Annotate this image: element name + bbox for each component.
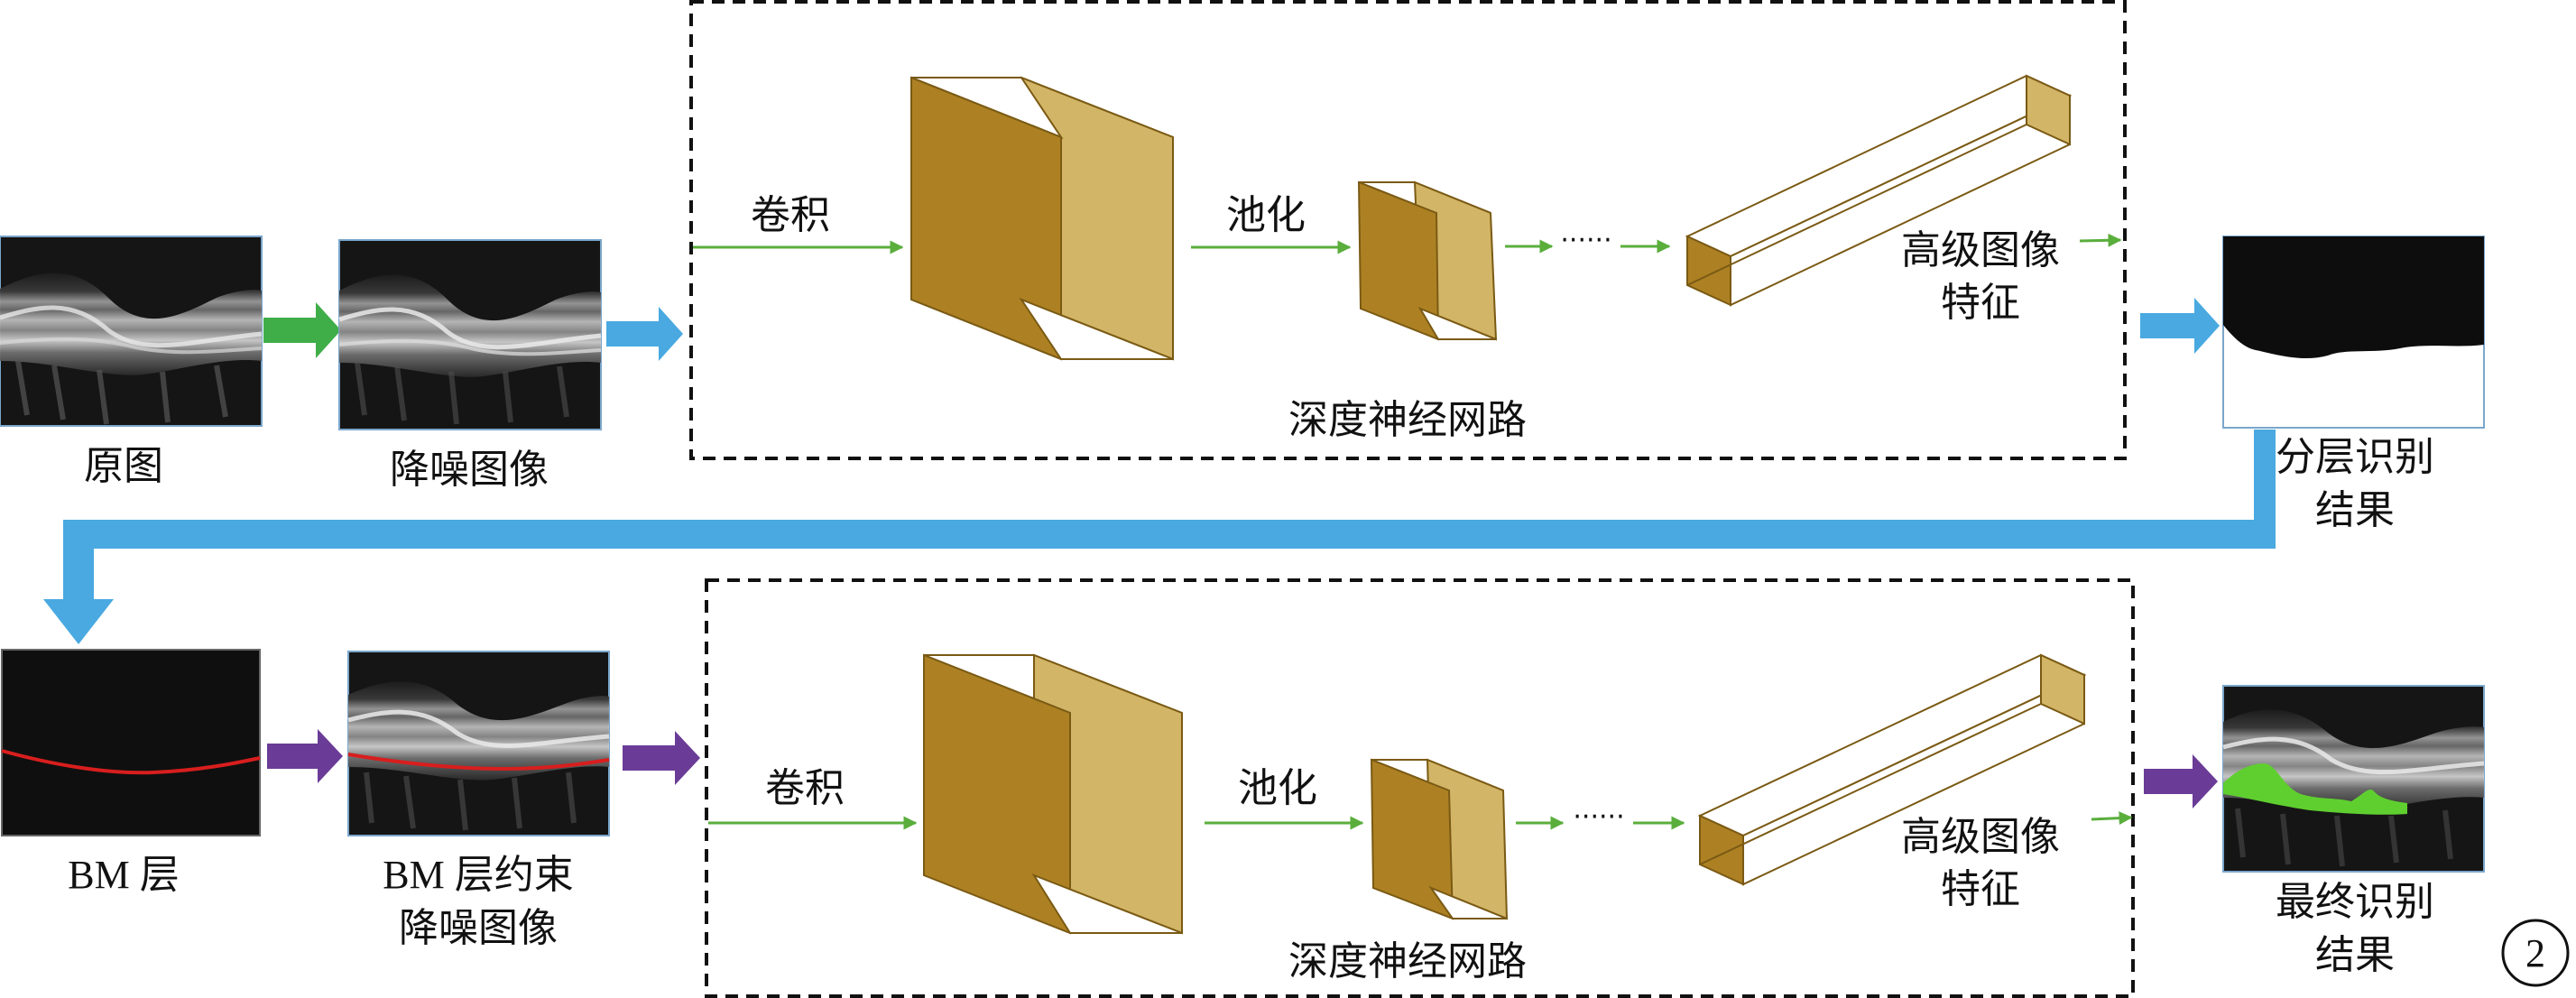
blue-arrow-2 — [2140, 298, 2220, 354]
conv-feature-block-top — [910, 76, 1174, 361]
green-arrow-1 — [263, 302, 341, 358]
feature-label-top-2: 特征 — [1941, 280, 2020, 326]
final-result-label-2: 结果 — [2315, 932, 2395, 978]
high-level-feature-prism-bottom — [1697, 653, 2087, 886]
layer-segmentation-result-image — [2222, 236, 2485, 429]
dots-top: ······ — [1560, 225, 1611, 256]
blue-connector-arrow — [43, 430, 2276, 644]
blue-arrow-1 — [606, 307, 683, 361]
high-level-feature-prism-top — [1685, 74, 2073, 307]
bm-label: BM 层 — [68, 853, 179, 897]
conv-label-bottom: 卷积 — [765, 765, 845, 811]
network-label-bottom: 深度神经网路 — [1288, 938, 1527, 984]
conv-label-top: 卷积 — [751, 192, 830, 238]
pool-label-bottom: 池化 — [1238, 765, 1317, 811]
network-box-bottom — [705, 578, 2135, 998]
layer-result-label-1: 分层识别 — [2276, 434, 2434, 480]
figure-number-badge: 2 — [2501, 919, 2570, 987]
feature-out-arrow-bottom — [2091, 811, 2133, 826]
feature-label-bottom-1: 高级图像 — [1901, 814, 2060, 860]
bm-denoised-label-2: 降噪图像 — [399, 905, 558, 951]
bm-constrained-denoised-image — [347, 651, 610, 836]
pool-feature-block-top — [1357, 180, 1498, 341]
layer-result-label-2: 结果 — [2315, 487, 2395, 533]
final-result-label-1: 最终识别 — [2276, 879, 2434, 925]
bm-layer-image — [1, 649, 261, 836]
original-oct-image — [0, 236, 263, 427]
feature-label-bottom-2: 特征 — [1941, 866, 2020, 912]
purple-arrow-3 — [2144, 754, 2218, 809]
bm-denoised-label-1: BM 层约束 — [383, 853, 573, 897]
dots-bottom: ······ — [1573, 801, 1624, 833]
network-box-top — [689, 0, 2127, 460]
feature-label-top-1: 高级图像 — [1901, 227, 2060, 273]
final-result-image — [2222, 685, 2485, 873]
figure-number: 2 — [2525, 931, 2545, 975]
network-label-top: 深度神经网路 — [1288, 397, 1527, 443]
conv-feature-block-bottom — [923, 653, 1183, 935]
feature-out-arrow-top — [2079, 233, 2122, 247]
pool-feature-block-bottom — [1370, 758, 1509, 920]
purple-arrow-1 — [267, 729, 343, 783]
pool-label-top: 池化 — [1226, 192, 1306, 238]
original-label: 原图 — [84, 443, 163, 489]
denoised-label: 降噪图像 — [390, 447, 549, 493]
denoised-oct-image — [338, 239, 602, 430]
purple-arrow-2 — [623, 731, 700, 785]
